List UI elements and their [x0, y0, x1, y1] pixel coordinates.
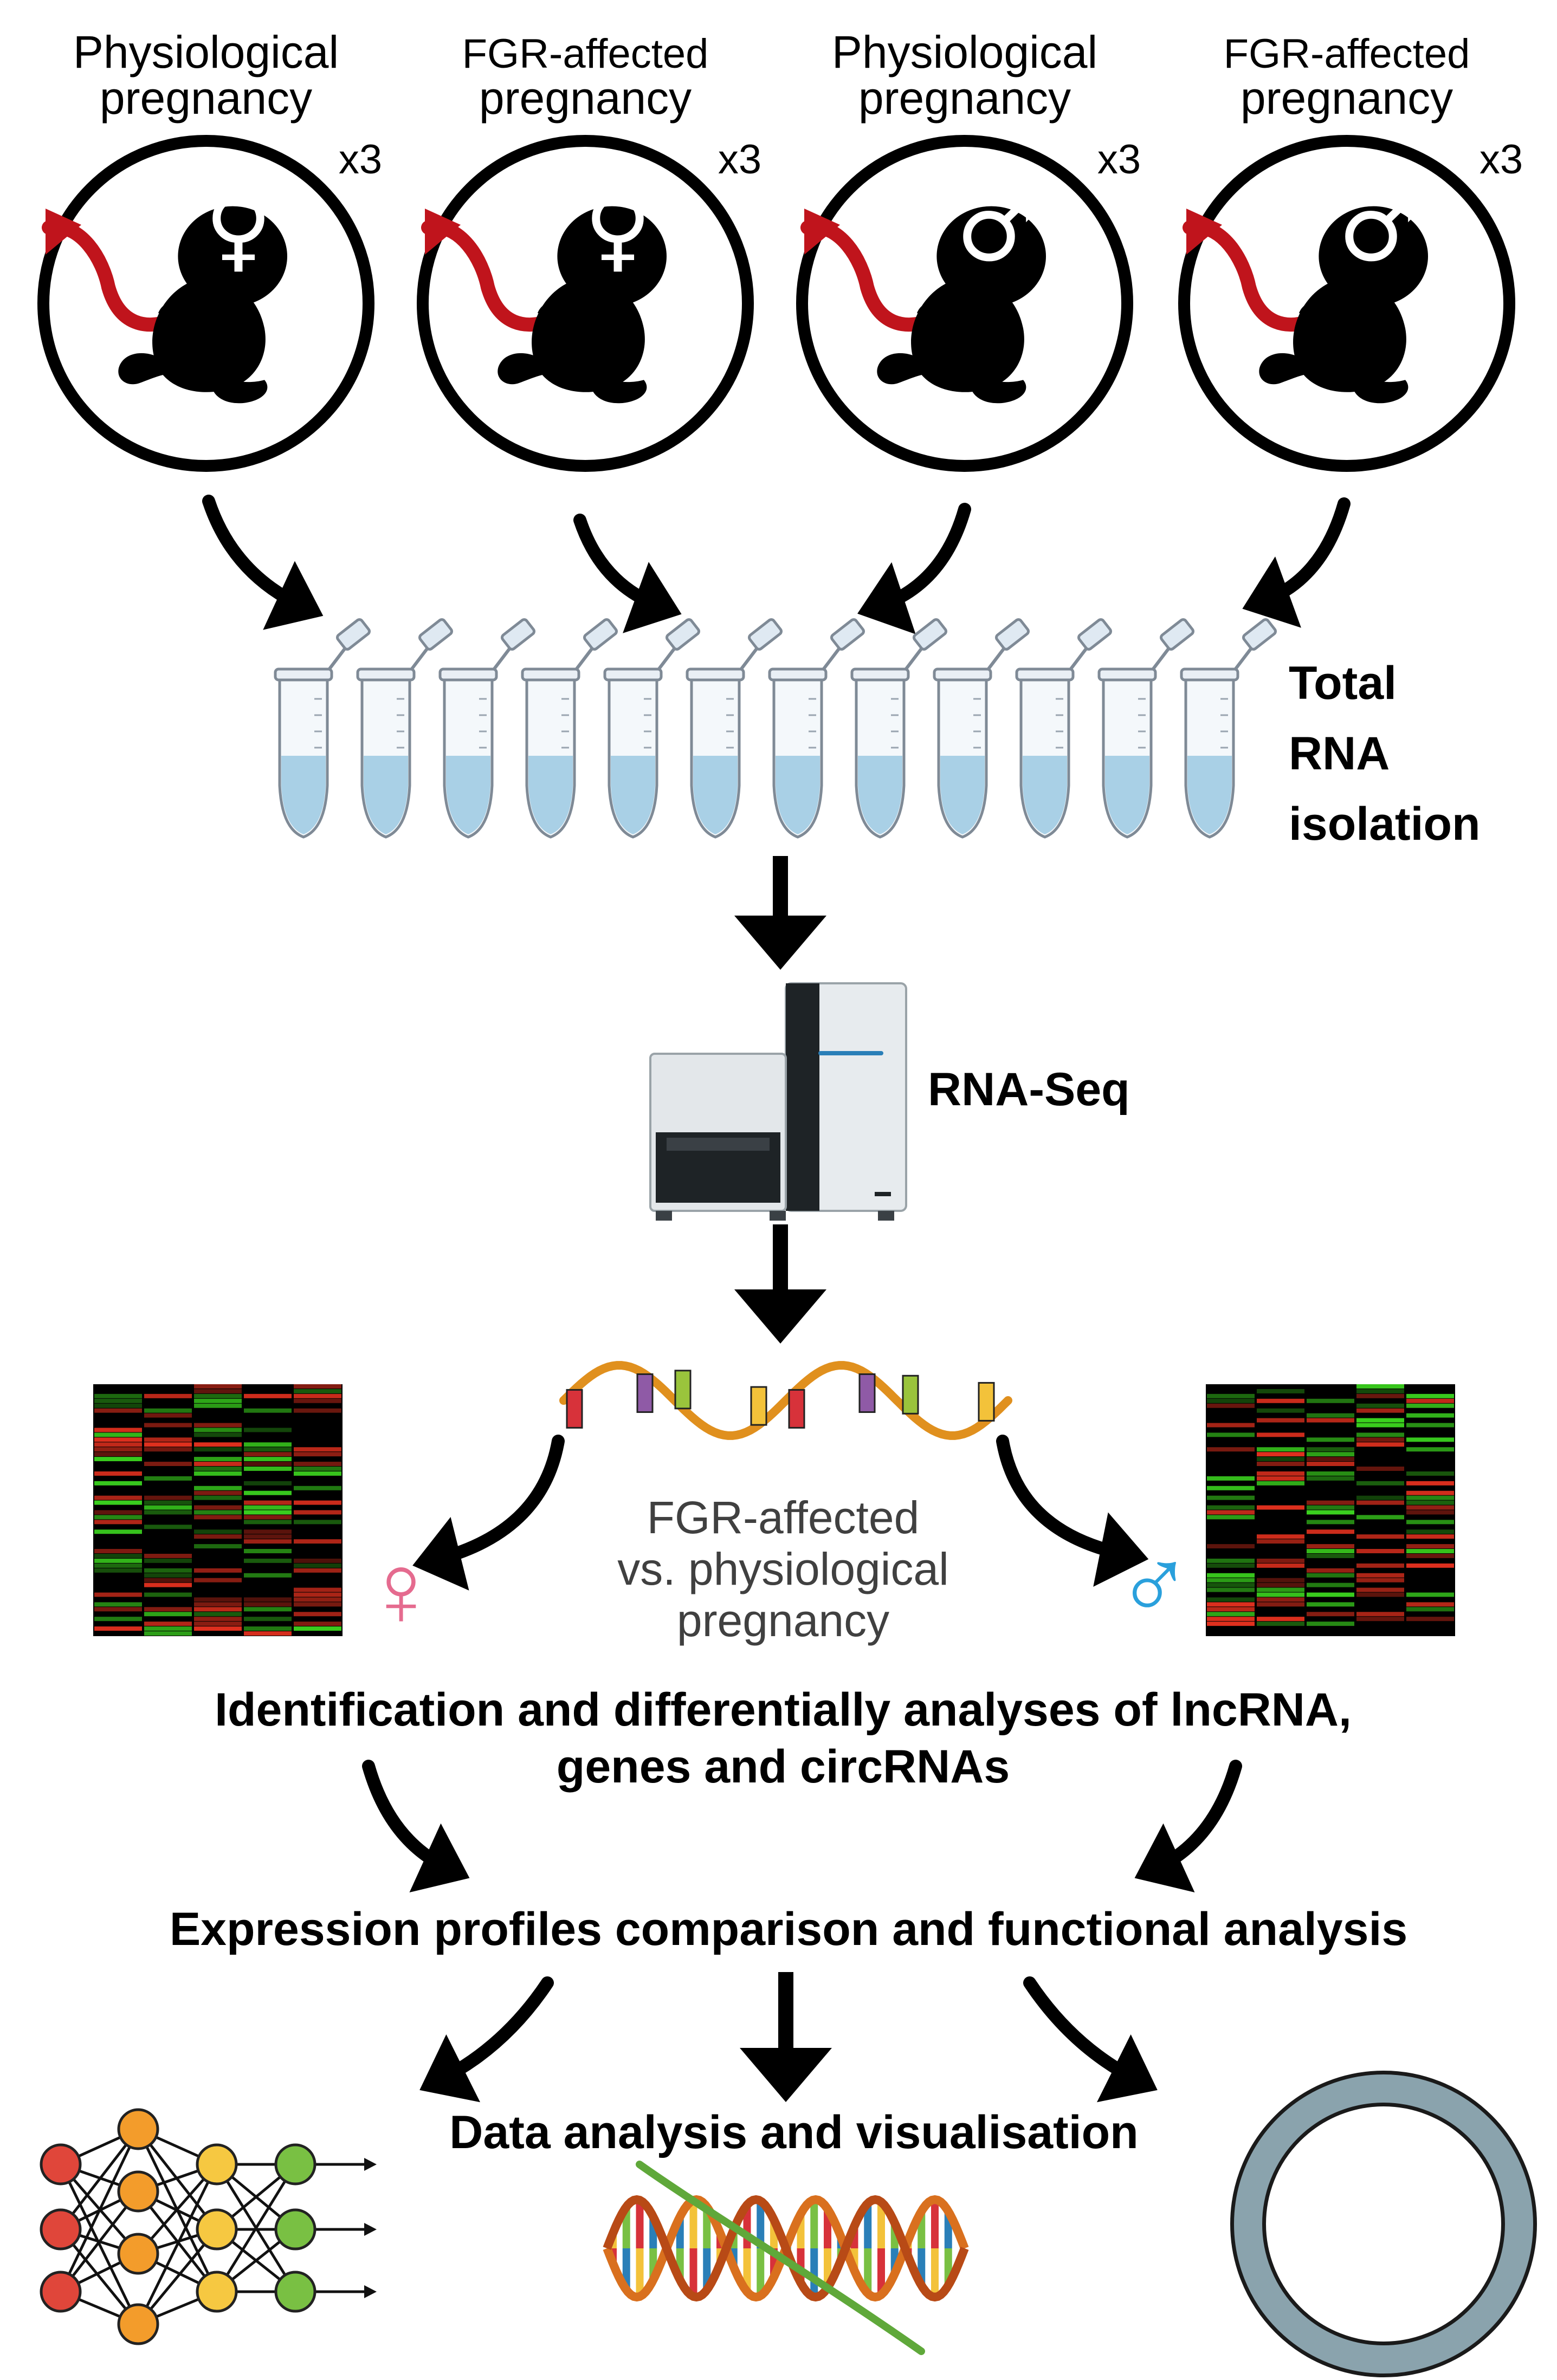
nn-node	[196, 2143, 238, 2186]
panel-title-line-2: pregnancy	[479, 73, 692, 124]
tube-icon	[768, 618, 865, 839]
tube-icon	[1015, 618, 1112, 839]
panel-title-line-1: FGR-affected	[462, 31, 709, 77]
arrow-left-to-expression	[362, 1760, 470, 1893]
tube-row	[274, 618, 1277, 839]
nn-node	[117, 2108, 159, 2150]
umbilical-cord	[1183, 220, 1321, 332]
male-symbol: ♂	[956, 175, 1038, 282]
placenta	[1186, 209, 1222, 255]
panel-title-line-1: FGR-affected	[1224, 31, 1470, 77]
arrow-panel-2	[573, 514, 682, 633]
arrow-right-to-expression	[1134, 1760, 1242, 1893]
rna-isolation-label-2: RNA	[1289, 728, 1390, 780]
circrna-ring-fill	[1234, 2074, 1533, 2373]
flow-arrows	[202, 495, 1351, 2103]
identification-line-2: genes and circRNAs	[557, 1741, 1010, 1793]
tube-icon	[933, 618, 1030, 839]
comparison-line-1: FGR-affected	[647, 1492, 920, 1543]
arrow-to-dna	[740, 1972, 832, 2102]
expression-label: Expression profiles comparison and funct…	[170, 1903, 1407, 1955]
female-symbol: ♀	[205, 175, 273, 282]
arrow-to-male	[996, 1435, 1149, 1587]
rna-seq-label: RNA-Seq	[928, 1063, 1130, 1116]
panel-title-line-2: pregnancy	[1241, 73, 1453, 124]
male-symbol-blue: ♂	[1116, 1527, 1193, 1642]
female-symbol: ♀	[584, 175, 652, 282]
arrow-to-neural-network	[419, 1976, 554, 2103]
arrow-to-circrna	[1023, 1976, 1158, 2103]
rna-isolation-label-1: Total	[1289, 657, 1397, 709]
male-symbol: ♂	[1338, 175, 1420, 282]
heatmap-male	[1206, 1384, 1455, 1636]
tube-icon	[274, 618, 371, 839]
arrow-panel-3	[857, 503, 971, 634]
umbilical-cord	[421, 220, 560, 332]
tube-icon	[850, 618, 947, 839]
nn-node	[117, 2170, 159, 2213]
nn-node	[117, 2233, 159, 2275]
placenta	[804, 209, 840, 255]
placenta	[425, 209, 461, 255]
arrow-to-rna	[734, 1224, 826, 1344]
umbilical-cord	[800, 220, 939, 332]
sequencer-icon	[649, 982, 907, 1221]
nn-node	[196, 2208, 238, 2251]
tube-icon	[521, 618, 618, 839]
rna-isolation-label-3: isolation	[1289, 798, 1481, 850]
data-analysis-label: Data analysis and visualisation	[449, 2106, 1138, 2158]
arrow-panel-4	[1242, 497, 1351, 628]
replicate-count: x3	[718, 137, 761, 183]
nn-node	[40, 2143, 82, 2186]
nn-node	[40, 2208, 82, 2251]
female-symbol-pink: ♀	[363, 1533, 440, 1648]
arrow-panel-1	[202, 495, 324, 630]
heatmap-female	[93, 1384, 343, 1636]
nn-node	[274, 2208, 316, 2251]
dna-helix-icon	[603, 2161, 969, 2355]
pregnancy-panels: Physiologicalpregnancyx3♀FGR-affectedpre…	[37, 27, 1523, 472]
panel-title-line-1: Physiological	[832, 27, 1097, 77]
umbilical-cord	[42, 220, 180, 332]
panel-title-line-1: Physiological	[73, 27, 339, 77]
tube-icon	[356, 618, 453, 839]
nn-node	[274, 2271, 316, 2313]
replicate-count: x3	[1480, 137, 1523, 183]
comparison-line-2: vs. physiological	[617, 1544, 949, 1594]
tube-icon	[686, 618, 783, 839]
tube-icon	[603, 618, 700, 839]
arrow-to-female	[412, 1435, 565, 1591]
arrow-to-sequencer	[734, 856, 826, 970]
tube-icon	[1097, 618, 1194, 839]
nn-node	[196, 2271, 238, 2313]
replicate-count: x3	[1097, 137, 1141, 183]
tube-icon	[1180, 618, 1277, 839]
panel-title-line-2: pregnancy	[100, 73, 312, 124]
neural-network-icon	[40, 2108, 377, 2345]
identification-line-1: Identification and differentially analys…	[215, 1684, 1352, 1736]
replicate-count: x3	[339, 137, 382, 183]
panel-title-line-2: pregnancy	[858, 73, 1071, 124]
nn-node	[40, 2271, 82, 2313]
comparison-line-3: pregnancy	[677, 1595, 889, 1646]
rna-strand-icon	[559, 1361, 1012, 1440]
nn-node	[274, 2143, 316, 2186]
nn-node	[117, 2303, 159, 2345]
placenta	[46, 209, 81, 255]
tube-icon	[438, 618, 535, 839]
